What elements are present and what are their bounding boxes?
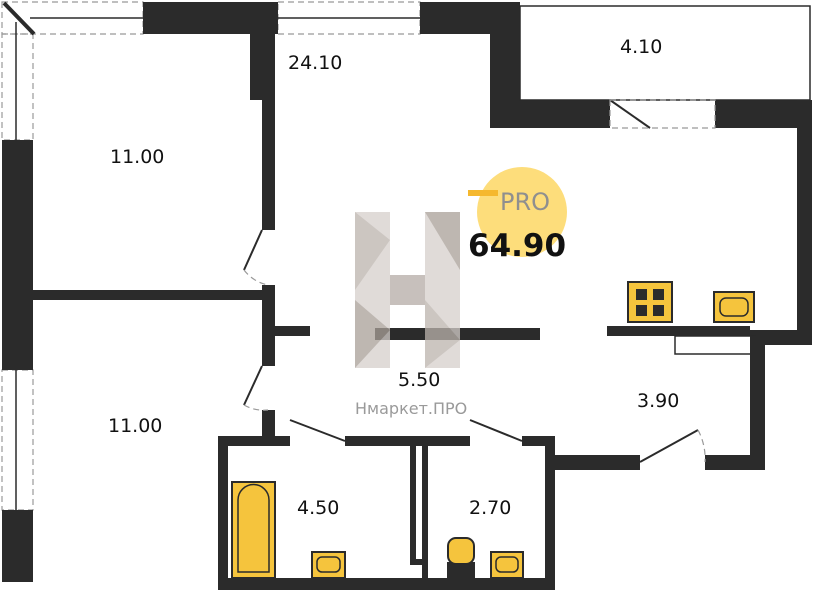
room-area-bedroom-1: 11.00 <box>110 146 164 168</box>
room-area-bedroom-2: 11.00 <box>108 415 162 437</box>
room-area-bathroom: 4.50 <box>297 497 339 519</box>
watermark-brand: Нмаркет.ПРО <box>355 399 467 418</box>
walls <box>2 2 812 590</box>
room-area-toilet: 2.70 <box>469 497 511 519</box>
room-area-balcony: 4.10 <box>620 36 662 58</box>
toilet-sink-icon <box>490 551 524 579</box>
room-area-hallway: 5.50 <box>398 369 440 391</box>
room-area-corridor: 3.90 <box>637 390 679 412</box>
pro-badge-label: PRO <box>500 188 550 216</box>
doors <box>243 99 716 463</box>
badge-bar <box>468 190 498 196</box>
bathroom-sink-icon <box>311 551 346 579</box>
watermark-logo <box>355 212 460 368</box>
bathtub-icon <box>231 481 276 579</box>
pro-badge <box>477 167 567 257</box>
room-area-living: 24.10 <box>288 52 342 74</box>
kitchen-sink-icon <box>713 291 755 323</box>
toilet-icon <box>447 537 475 580</box>
stove-icon <box>627 281 673 323</box>
total-area: 64.90 <box>468 228 566 264</box>
